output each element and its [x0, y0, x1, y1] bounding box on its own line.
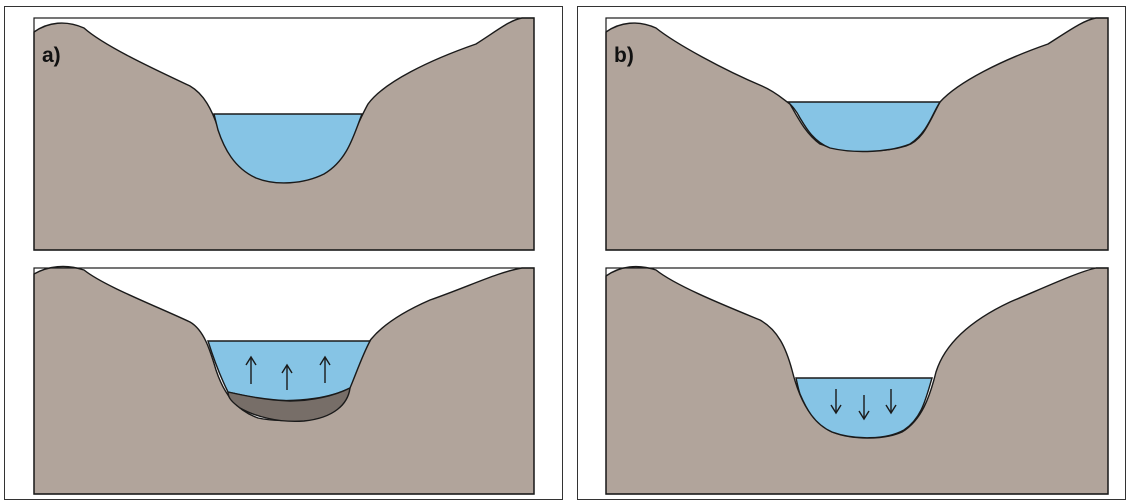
up-arrow-2: [281, 363, 293, 390]
panel-b-top-box: [605, 17, 1109, 251]
water-b-top: [786, 101, 942, 153]
panel-b-label: b): [614, 44, 634, 67]
panel-a-top-box: [33, 17, 535, 251]
panel-a-bottom-box: [33, 267, 535, 495]
down-arrow-2: [858, 395, 870, 421]
water-a-top: [213, 113, 364, 184]
panel-b-bottom-box: [605, 267, 1109, 495]
down-arrow-1: [830, 389, 842, 415]
down-arrows: [830, 389, 897, 421]
up-arrow-1: [245, 355, 257, 384]
panel-a-label: a): [42, 44, 61, 67]
sediment-a-bottom: [227, 386, 351, 423]
up-arrow-3: [319, 355, 331, 383]
down-arrow-3: [885, 389, 897, 415]
up-arrows: [245, 355, 331, 390]
